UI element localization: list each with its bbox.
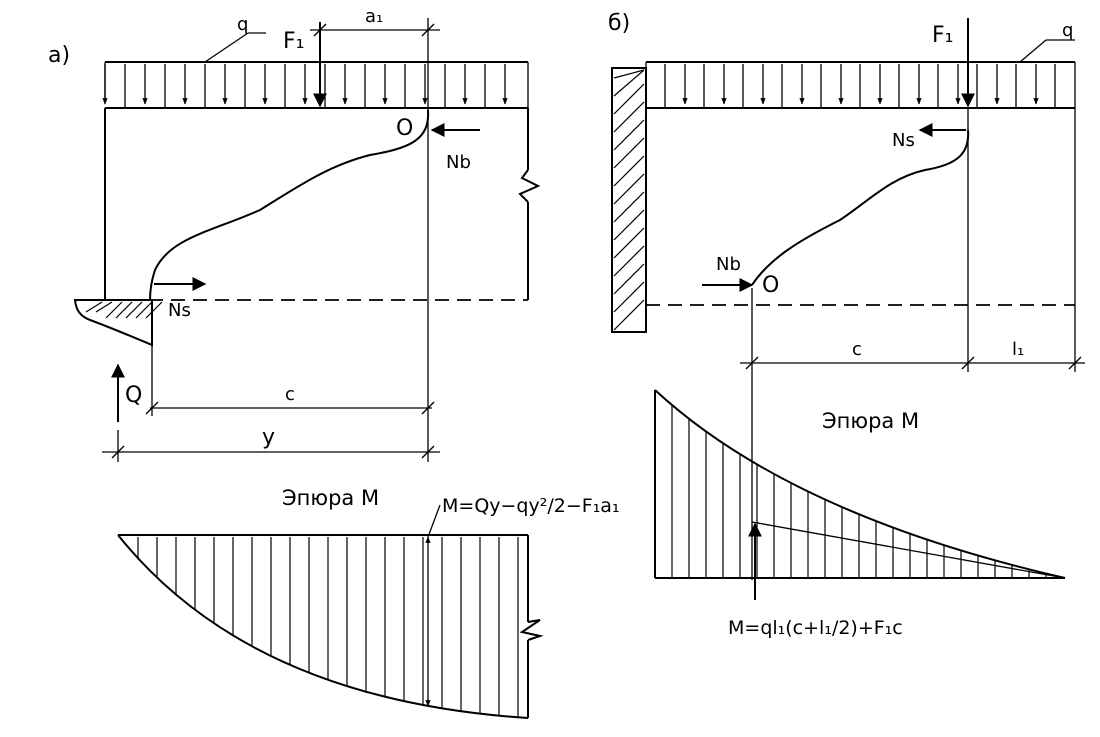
hatch-line	[85, 301, 103, 313]
panel-a-diagram-title: Эпюра М	[282, 486, 379, 510]
panel-b-dim-l1-label: l₁	[1012, 339, 1024, 360]
panel-a: а) q F₁	[48, 6, 620, 719]
panel-a-dim-y-label: y	[262, 425, 275, 450]
panel-a-reaction-Q: Q	[111, 363, 142, 422]
panel-a-support	[73, 299, 163, 347]
panel-a-force-label: F₁	[283, 29, 304, 54]
panel-b-force-label: F₁	[932, 23, 953, 48]
hatch-line	[613, 227, 645, 259]
hatch-line	[613, 299, 645, 331]
hatch-line	[135, 301, 153, 319]
hatch-line	[125, 301, 143, 319]
panel-b-force-Ns: Ns	[892, 123, 966, 151]
panel-b-diagram-title: Эпюра М	[822, 409, 919, 433]
hatch-line	[613, 281, 645, 313]
hatch-line	[613, 69, 645, 79]
panel-a-moment-diagram: Эпюра М M=Qy−qy²/2−F₁a₁	[117, 486, 620, 719]
panel-b-force-Ns-label: Ns	[892, 130, 915, 151]
panel-a-crack-curve	[149, 109, 430, 301]
hatch-line	[95, 301, 113, 313]
hatch-line	[613, 101, 645, 133]
panel-a-reaction-Q-label: Q	[125, 383, 142, 408]
hatch-line	[613, 245, 645, 277]
hatch-line	[613, 119, 645, 151]
panel-b-force-F1: F₁	[932, 18, 975, 372]
hatch-line	[613, 173, 645, 205]
hatch-line	[613, 83, 645, 115]
hatch-line	[613, 191, 645, 223]
panel-b-formula: M=ql₁(c+l₁/2)+F₁c	[728, 617, 903, 639]
panel-a-force-Ns: Ns	[154, 277, 207, 321]
hatch-line	[115, 301, 133, 319]
panel-a-force-Nb-label: Nb	[446, 152, 471, 173]
panel-a-dim-a1-label: a₁	[365, 6, 383, 27]
panel-b-moment-diagram: Эпюра М M=ql₁(c+l₁/2)+F₁c	[654, 389, 1066, 639]
panel-a-force-F1: F₁	[283, 22, 327, 108]
panel-b-dim-c-label: c	[852, 339, 862, 360]
panel-b-load-label: q	[1062, 20, 1073, 41]
panel-a-label: а)	[48, 43, 70, 68]
hatch-line	[613, 69, 645, 97]
panel-a-dim-c: c	[145, 345, 435, 416]
panel-a-point-O: O	[396, 116, 413, 141]
panel-b-crack-curve	[751, 129, 970, 286]
panel-a-force-Nb: Nb	[430, 123, 480, 173]
hatch-line	[613, 209, 645, 241]
panel-b-force-Nb-label: Nb	[716, 254, 741, 275]
panel-b-dim-line: c l₁	[740, 288, 1085, 580]
panel-b-force-Nb: Nb	[702, 254, 754, 292]
panel-a-load-label: q	[237, 14, 248, 35]
panel-a-dim-y: y	[102, 425, 440, 462]
panel-b-beam	[646, 107, 1076, 372]
panel-b: б) q F₁	[608, 11, 1085, 639]
hatch-line	[145, 301, 163, 319]
panel-b-distributed-load: q	[645, 20, 1076, 108]
panel-a-formula: M=Qy−qy²/2−F₁a₁	[442, 495, 620, 517]
panel-a-dim-c-label: c	[285, 384, 295, 405]
hatch-line	[613, 155, 645, 187]
hatch-line	[105, 301, 123, 319]
panel-b-wall	[611, 67, 647, 333]
panel-b-label: б)	[608, 11, 630, 36]
panel-a-dim-a1: a₁	[310, 6, 440, 462]
hatch-line	[613, 137, 645, 169]
panel-b-point-O: O	[762, 273, 779, 298]
panel-a-distributed-load: q	[102, 14, 529, 108]
panel-a-force-Ns-label: Ns	[168, 300, 191, 321]
panel-a-beam	[104, 107, 541, 301]
hatch-line	[613, 263, 645, 295]
